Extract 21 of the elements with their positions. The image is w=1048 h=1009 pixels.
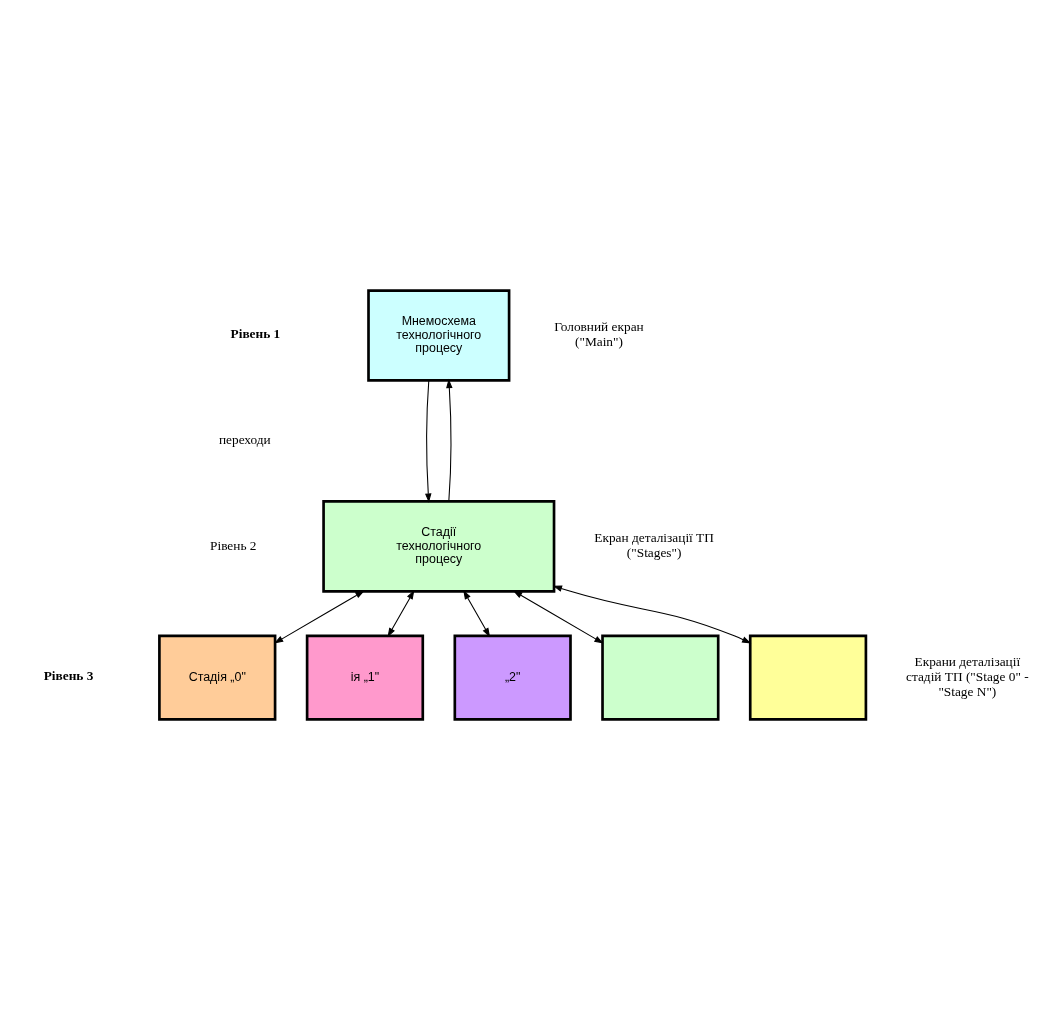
- label: Екран деталізації ТП ("Stages"): [594, 529, 714, 560]
- label: Рівень 3: [43, 667, 94, 683]
- label: переходи: [218, 431, 271, 447]
- label: Рівень 1: [230, 325, 281, 341]
- arrow: [387, 589, 415, 637]
- label: Головний екран ("Main"): [554, 318, 644, 349]
- node-box: [748, 633, 868, 721]
- arrow: [463, 589, 491, 637]
- arrow: [274, 590, 365, 644]
- arrow: [513, 590, 604, 644]
- node-box: [601, 633, 720, 721]
- node-box: Стадія „0": [158, 633, 277, 721]
- node-box: Мнемосхема технологічного процесу: [367, 288, 511, 382]
- node-box: Стадії технологічного процесу: [322, 499, 556, 593]
- arrow: [425, 379, 432, 503]
- node-box: „2": [453, 633, 572, 721]
- label: Екрани деталізації стадій ТП ("Stage 0" - "Stage N"): [906, 653, 1029, 699]
- arrow: [446, 378, 453, 502]
- arrow: [552, 585, 752, 643]
- label: Рівень 2: [210, 536, 257, 552]
- node-box: ія „1": [305, 633, 425, 721]
